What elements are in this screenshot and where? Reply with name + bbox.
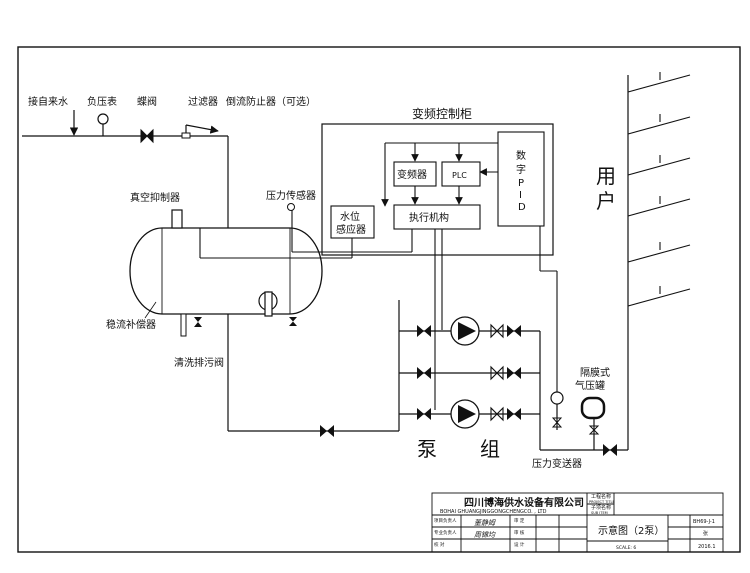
stabilizer-tank xyxy=(129,227,323,315)
butterfly-valve-label: 蝶阀 xyxy=(137,95,157,108)
control-cabinet-box xyxy=(321,123,554,256)
user-branches xyxy=(627,72,691,307)
pump1-check-valve-icon xyxy=(490,323,504,339)
bypass-valve-left-icon xyxy=(417,367,431,379)
pump2-inlet-valve-icon xyxy=(417,408,431,420)
pid-char-2: 字 xyxy=(516,163,526,176)
design-role-2: 专业负责人 xyxy=(434,529,457,536)
negative-pressure-gauge-label: 负压表 xyxy=(87,95,117,108)
sheet-label: 张 xyxy=(703,530,708,537)
drain-valve-label: 清洗排污阀 xyxy=(174,356,224,369)
vacuum-suppressor-icon xyxy=(171,209,183,229)
pump1-inlet-valve-icon xyxy=(417,325,431,337)
design-role-4: 审 核 xyxy=(514,529,525,536)
signature-2: 周锦均 xyxy=(474,531,496,539)
design-role-3: 审 定 xyxy=(514,517,525,524)
intake-line xyxy=(22,110,229,228)
stabilizer-tank-label: 稳流补偿器 xyxy=(106,318,156,331)
signature-1: 董静姆 xyxy=(474,519,496,527)
pump-group-label-2: 组 xyxy=(480,437,500,461)
control-cabinet-label: 变频控制柜 xyxy=(412,106,472,121)
drawing-title: 示意图（2泵） xyxy=(598,524,664,537)
diaphragm-tank-icon xyxy=(580,396,606,420)
project-name-label-en: PROJECT TITLE xyxy=(589,500,615,504)
pid-box xyxy=(497,131,545,227)
subitem-label: 子项名称 xyxy=(591,504,611,511)
tank-leader-line xyxy=(144,301,157,319)
vfd-box xyxy=(393,161,437,187)
drawing-number: BH69-J-1 xyxy=(693,519,715,525)
pump-2-arrow-icon xyxy=(458,405,476,423)
title-block xyxy=(431,492,724,553)
filter-label: 过滤器 xyxy=(188,95,218,108)
tank-bottom-pipe xyxy=(180,313,187,337)
main-outlet-valve-icon xyxy=(603,444,617,456)
actuator-box xyxy=(393,204,481,230)
pressure-sensor-label: 压力传感器 xyxy=(266,189,316,202)
pump-1-arrow-icon xyxy=(458,322,476,340)
vfd-label: 变频器 xyxy=(397,168,427,181)
subitem-label-en: SUB ITEM xyxy=(591,511,608,515)
design-role-6: 校 对 xyxy=(434,541,445,548)
diaphragm-tank-label-2: 气压罐 xyxy=(575,379,605,392)
inlet-valve-icon xyxy=(320,425,334,437)
pump2-check-valve-icon xyxy=(490,406,504,422)
water-level-sensor-box xyxy=(330,205,375,239)
butterfly-valve-icon xyxy=(140,128,154,144)
pump2-outlet-valve-icon xyxy=(507,408,521,420)
pressure-sensor-icon xyxy=(287,203,295,211)
pressure-transmitter-icon xyxy=(550,391,564,405)
bypass-valve-right-icon xyxy=(507,367,521,379)
pump-group-label-1: 泵 xyxy=(417,437,437,461)
drawing-border xyxy=(17,46,741,553)
pump-piping xyxy=(227,75,629,451)
scale-text: SCALE: 6 xyxy=(616,545,636,551)
tank-drain-valve-right-icon xyxy=(289,317,297,326)
water-level-sensor-label-2: 感应器 xyxy=(336,223,366,236)
bypass-check-valve-icon xyxy=(490,365,504,381)
pid-char-3: P xyxy=(518,178,524,189)
plc-box xyxy=(441,161,481,187)
negative-pressure-gauge-icon xyxy=(97,113,109,125)
design-role-1: 项目负责人 xyxy=(434,517,457,524)
actuator-label: 执行机构 xyxy=(409,211,449,224)
signal-lines xyxy=(199,210,558,410)
company-name-cn: 四川博海供水设备有限公司 xyxy=(464,496,584,509)
pump1-outlet-valve-icon xyxy=(507,325,521,337)
user-label-1: 用 xyxy=(596,164,616,188)
pressure-transmitter-label: 压力变送器 xyxy=(532,457,582,470)
project-name-label: 工程名称 xyxy=(591,493,611,500)
cabinet-wiring xyxy=(381,142,498,207)
pressure-transmitter-valve-icon xyxy=(551,417,563,428)
pid-char-5: D xyxy=(518,202,526,213)
diaphragm-tank-valve-icon xyxy=(588,425,600,435)
drawing-date: 2016.1 xyxy=(698,544,716,550)
filter-icon xyxy=(181,132,191,139)
backflow-preventer-label: 倒流防止器（可选） xyxy=(226,95,316,108)
user-label-2: 户 xyxy=(596,189,616,213)
pid-char-4: I xyxy=(519,190,522,201)
company-name-en: BOHAI GHUANGJINGGONGCHENGCO. , LTD xyxy=(440,509,547,515)
pid-char-1: 数 xyxy=(516,149,526,162)
water-supply-label: 接自来水 xyxy=(28,95,68,108)
pid-label: 数 字 P I D xyxy=(516,149,526,213)
plc-label: PLC xyxy=(452,171,467,180)
manhole-neck xyxy=(264,291,273,317)
diaphragm-tank-label-1: 隔膜式 xyxy=(580,366,610,379)
drain-valve-icon xyxy=(194,317,202,327)
vacuum-suppressor-label: 真空抑制器 xyxy=(130,191,180,204)
water-level-sensor-label-1: 水位 xyxy=(340,210,360,223)
design-role-5: 设 计 xyxy=(514,541,525,548)
